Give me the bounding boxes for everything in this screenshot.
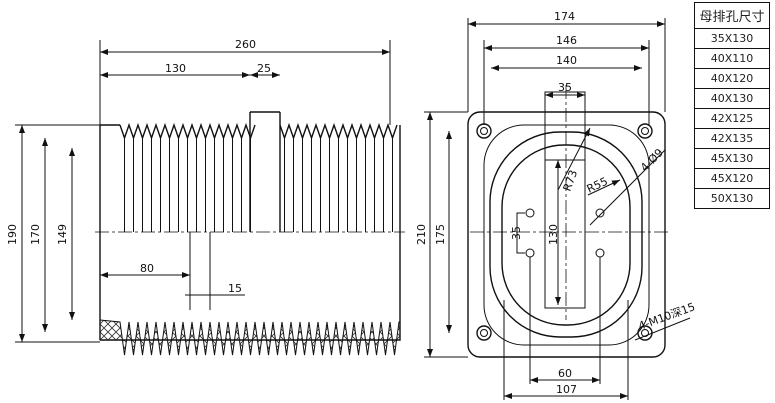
- threaded-inserts: [525, 208, 605, 258]
- front-view: 174 146 140 35 210 175 R73 R55 4-Ø9 35 1…: [415, 10, 697, 400]
- mount-hole: [637, 123, 653, 139]
- corrugations-section: [99, 319, 401, 356]
- leader-r55: [587, 179, 621, 196]
- dim-15: 15: [228, 282, 242, 295]
- threaded-insert: [595, 208, 605, 218]
- ribs: [124, 138, 393, 232]
- threaded-insert: [595, 248, 605, 258]
- leader-r73: [557, 127, 591, 191]
- dim-190: 190: [6, 224, 19, 245]
- dim-35-slot: 35: [558, 81, 572, 94]
- dim-260: 260: [235, 38, 256, 51]
- mount-hole: [476, 325, 492, 341]
- dim-170: 170: [29, 224, 42, 245]
- corrugations-top: [119, 122, 398, 141]
- table-row: 42X135: [694, 128, 770, 149]
- table-header: 母排孔尺寸: [694, 2, 770, 29]
- dimension-line-35-inserts: [516, 212, 525, 254]
- busbar-slot: [544, 91, 586, 309]
- table-row: 45X120: [694, 168, 770, 189]
- dim-r73: R73: [561, 168, 581, 193]
- side-view: 260 130 25 190 170 149 80 15: [6, 38, 405, 356]
- table-row: 40X110: [694, 48, 770, 69]
- dim-130-slot: 130: [547, 224, 560, 245]
- dim-80: 80: [140, 262, 154, 275]
- mount-hole-bore: [641, 127, 649, 135]
- table-row: 40X120: [694, 68, 770, 89]
- mount-hole-bore: [480, 127, 488, 135]
- leader-mount-holes: [589, 149, 666, 226]
- dim-4-holes: 4-Ø9: [638, 146, 666, 174]
- table-row: 35X130: [694, 28, 770, 49]
- dim-25: 25: [257, 62, 271, 75]
- dim-174: 174: [554, 10, 575, 23]
- dim-146: 146: [556, 34, 577, 47]
- dim-130: 130: [165, 62, 186, 75]
- threaded-insert: [525, 208, 535, 218]
- dim-m10: 4-M10深15: [637, 300, 697, 333]
- dim-210: 210: [415, 224, 428, 245]
- mount-hole: [476, 123, 492, 139]
- dim-149: 149: [56, 224, 69, 245]
- table-row: 42X125: [694, 108, 770, 129]
- plate-inner-outline: [483, 124, 650, 346]
- busbar-hole-size-table: 母排孔尺寸 35X130 40X110 40X120 40X130 42X125…: [694, 2, 770, 209]
- table-row: 40X130: [694, 88, 770, 109]
- dim-r55: R55: [585, 175, 610, 196]
- dim-175: 175: [434, 224, 447, 245]
- leader-m10: [634, 317, 691, 341]
- dim-140: 140: [556, 54, 577, 67]
- dim-60: 60: [558, 367, 572, 380]
- mounting-plate: [467, 111, 666, 358]
- table-row: 50X130: [694, 188, 770, 209]
- mount-hole-bore: [480, 329, 488, 337]
- dim-107: 107: [556, 383, 577, 396]
- dim-35-inserts: 35: [510, 226, 523, 240]
- table-row: 45X130: [694, 148, 770, 169]
- threaded-insert: [525, 248, 535, 258]
